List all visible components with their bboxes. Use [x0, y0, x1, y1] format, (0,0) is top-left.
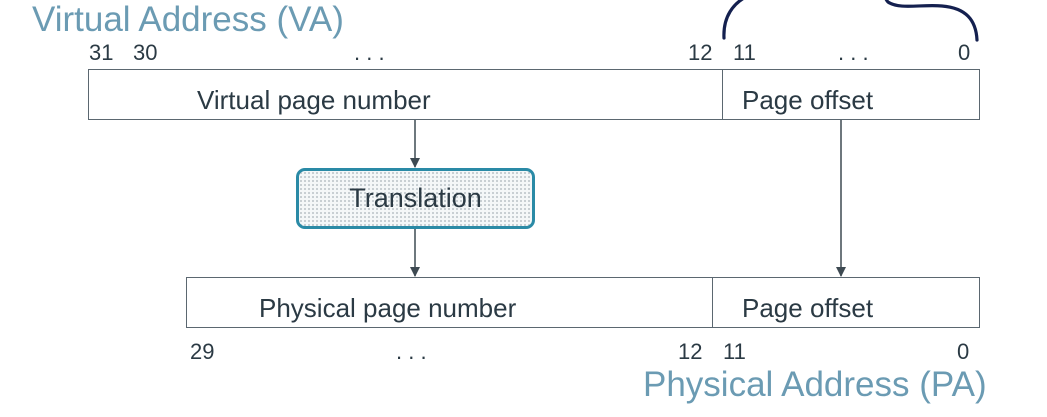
- translation-box: Translation: [296, 168, 535, 229]
- virtual-address-title: Virtual Address (VA): [32, 0, 344, 39]
- va-bit-ellipsis-high: . . .: [354, 40, 385, 65]
- va-bit-0: 0: [958, 40, 971, 65]
- pa-field-divider: [712, 277, 713, 328]
- handwritten-brace-icon: [722, 0, 979, 42]
- pa-bit-ellipsis-high: . . .: [396, 339, 427, 364]
- virtual-page-number-field: Virtual page number: [197, 85, 431, 115]
- pa-bit-12: 12: [678, 339, 703, 364]
- va-page-offset-field: Page offset: [742, 85, 874, 115]
- translation-label: Translation: [349, 183, 482, 213]
- va-bit-31: 31: [89, 40, 114, 65]
- virtual-address-register: [88, 69, 980, 120]
- pa-page-offset-field: Page offset: [742, 293, 874, 323]
- physical-address-register: [186, 277, 980, 328]
- va-bit-30: 30: [133, 40, 158, 65]
- va-bit-ellipsis-low: . . .: [838, 40, 869, 65]
- va-field-divider: [722, 69, 723, 120]
- physical-page-number-field: Physical page number: [259, 293, 517, 323]
- va-bit-11: 11: [733, 40, 756, 65]
- pa-bit-11: 11: [723, 339, 746, 364]
- va-bit-12: 12: [688, 40, 713, 65]
- physical-address-title: Physical Address (PA): [643, 365, 987, 404]
- pa-bit-0: 0: [957, 339, 970, 364]
- pa-bit-29: 29: [190, 339, 215, 364]
